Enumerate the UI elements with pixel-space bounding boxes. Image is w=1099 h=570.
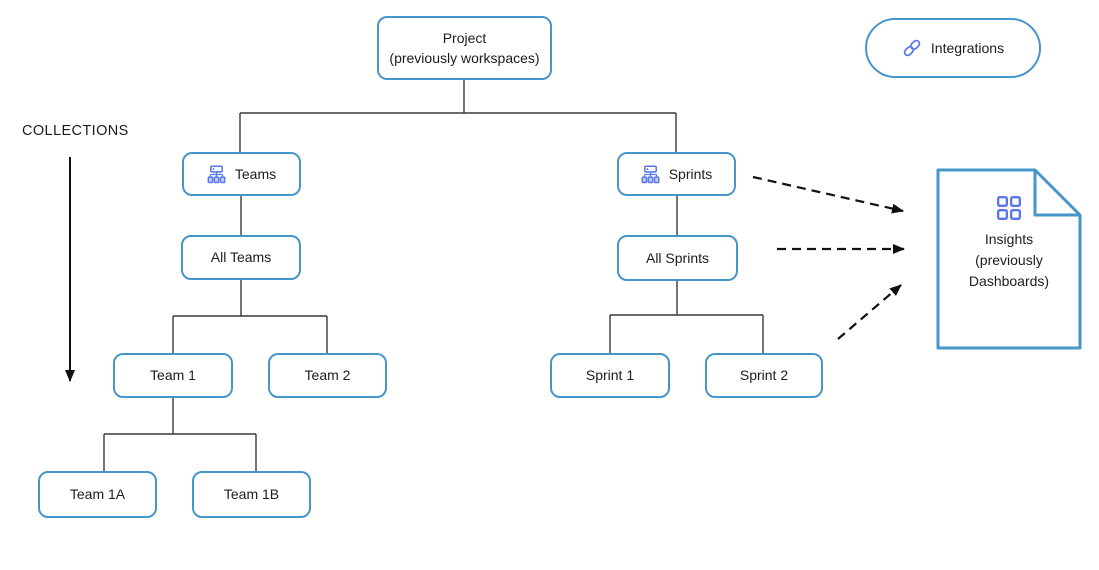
project-title: Project bbox=[442, 29, 487, 46]
sprints-label: Sprints bbox=[668, 165, 713, 182]
node-sprint-1: Sprint 1 bbox=[550, 353, 670, 398]
node-teams: Teams bbox=[182, 152, 301, 196]
collections-label: COLLECTIONS bbox=[22, 123, 129, 139]
tree-connectors bbox=[103, 80, 764, 471]
node-team-1a: Team 1A bbox=[38, 471, 157, 518]
dashboard-grid-icon bbox=[996, 195, 1022, 221]
org-chart-icon bbox=[207, 164, 226, 184]
team-1b-label: Team 1B bbox=[223, 486, 280, 503]
link-icon bbox=[902, 38, 922, 58]
node-integrations: Integrations bbox=[865, 18, 1041, 78]
org-chart-icon bbox=[641, 164, 660, 184]
node-team-1: Team 1 bbox=[113, 353, 233, 398]
node-sprint-2: Sprint 2 bbox=[705, 353, 823, 398]
teams-label: Teams bbox=[234, 165, 277, 182]
all-sprints-label: All Sprints bbox=[645, 249, 710, 266]
arrow-sprint2-to-insights bbox=[837, 284, 902, 340]
project-subtitle: (previously workspaces) bbox=[389, 50, 540, 66]
sprint-1-label: Sprint 1 bbox=[585, 367, 635, 384]
insights-subtitle-1: (previously bbox=[975, 252, 1043, 268]
integrations-label: Integrations bbox=[930, 39, 1005, 56]
team-2-label: Team 2 bbox=[304, 367, 351, 384]
node-all-teams: All Teams bbox=[181, 235, 301, 280]
node-team-1b: Team 1B bbox=[192, 471, 311, 518]
insights-title: Insights bbox=[984, 231, 1034, 247]
insights-document-shape bbox=[936, 168, 1082, 350]
sprint-2-label: Sprint 2 bbox=[739, 367, 789, 384]
node-insights: Insights (previously Dashboards) bbox=[938, 195, 1080, 292]
team-1-label: Team 1 bbox=[150, 367, 196, 384]
node-all-sprints: All Sprints bbox=[617, 235, 738, 281]
insights-subtitle-2: Dashboards) bbox=[968, 273, 1050, 289]
all-teams-label: All Teams bbox=[210, 249, 272, 266]
arrow-sprints-to-insights bbox=[752, 175, 904, 214]
node-sprints: Sprints bbox=[617, 152, 736, 196]
node-team-2: Team 2 bbox=[268, 353, 387, 398]
team-1a-label: Team 1A bbox=[69, 486, 126, 503]
node-project: Project (previously workspaces) bbox=[377, 16, 552, 80]
dashed-arrows bbox=[752, 175, 905, 340]
